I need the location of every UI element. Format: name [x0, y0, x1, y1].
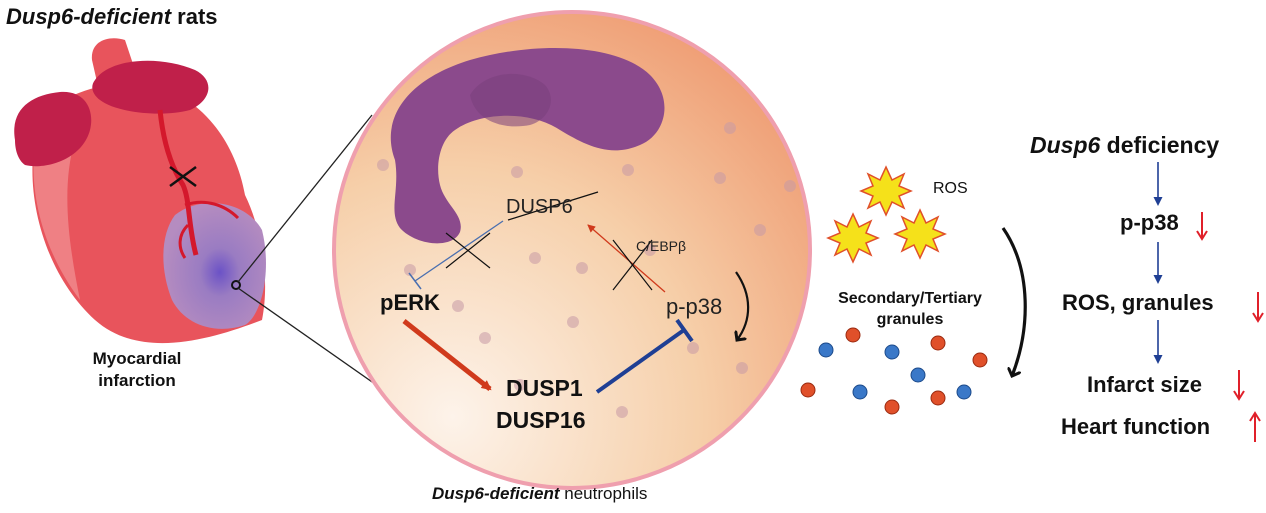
neutrophil-caption: Dusp6-deficient neutrophils — [432, 484, 647, 504]
cebpb-label: C/EBPβ — [636, 238, 687, 254]
lobed-nucleus — [390, 48, 665, 244]
granule-red — [972, 352, 988, 368]
cross-cebpb-pathway — [612, 239, 653, 291]
heart-caption: Myocardial infarction — [62, 348, 212, 392]
ros-stars — [826, 165, 947, 264]
summary-heading: Dusp6 deficiency — [1030, 132, 1219, 159]
summary-step-heart-function: Heart function — [1061, 414, 1211, 439]
coronary-artery — [157, 109, 199, 256]
granule-red — [845, 327, 861, 343]
pp38-curved-arrow — [736, 271, 750, 340]
summary-change-arrows — [1196, 212, 1264, 442]
down-arrow-pp38-head — [1196, 230, 1208, 241]
pp38-cebpb-dusp6-arrow — [587, 224, 666, 293]
granule-blue — [910, 367, 926, 383]
up-arrow-heart-function-head — [1249, 411, 1261, 422]
release-curved-arrow — [1001, 227, 1027, 376]
granules-label-line2: granules — [876, 311, 944, 328]
dusp1-inhibition-bar — [675, 318, 694, 343]
neutrophil-cell — [332, 10, 812, 490]
figure-title-rest: rats — [171, 4, 218, 29]
perk-activates-dusp1-arrow — [402, 319, 492, 391]
dusp6-inhibits-perk-line — [414, 220, 504, 282]
ros-label: ROS — [933, 180, 968, 197]
dusp6-strike-line — [507, 191, 599, 221]
granule-blue — [884, 344, 900, 360]
coronary-branch-1 — [184, 200, 240, 220]
figure-title: Dusp6-deficient rats — [6, 4, 218, 30]
granule-red — [930, 335, 946, 351]
dusp1-label: DUSP1 — [506, 375, 583, 401]
pp38-label: p-p38 — [666, 294, 723, 319]
cross-perk-pathway — [445, 232, 491, 269]
heart-caption-line1: Myocardial — [92, 349, 182, 368]
granule-red — [800, 382, 816, 398]
granules-label: Secondary/Tertiary granules — [800, 288, 1020, 330]
perk-label: pERK — [380, 290, 440, 315]
granules — [800, 327, 988, 415]
neutrophil-caption-italic: Dusp6-deficient — [432, 484, 560, 503]
summary-step-infarct-size: Infarct size — [1087, 372, 1202, 397]
zoom-line-top — [237, 114, 373, 283]
zoom-line-bottom — [237, 287, 396, 399]
ros-star — [893, 208, 947, 260]
down-arrow-ros-head — [1252, 312, 1264, 323]
figure-title-italic: Dusp6-deficient — [6, 4, 172, 29]
coronary-branch-2 — [178, 223, 190, 259]
atrium-left — [14, 91, 92, 167]
summary-step-pp38: p-p38 — [1120, 210, 1179, 235]
summary-step-ros-granules: ROS, granules — [1062, 290, 1214, 315]
heart-illustration — [14, 38, 396, 399]
nucleus-lobe-overlap — [470, 73, 551, 127]
infarct-zone — [163, 203, 266, 329]
granule-blue — [956, 384, 972, 400]
summary-heading-rest: deficiency — [1100, 132, 1220, 158]
heart-caption-line2: infarction — [98, 371, 176, 390]
granules-label-line1: Secondary/Tertiary — [838, 290, 982, 307]
summary-heading-italic: Dusp6 — [1030, 132, 1101, 158]
dusp1-inhibits-pp38-line — [595, 328, 686, 394]
neutrophil-caption-rest: neutrophils — [559, 484, 648, 503]
dusp16-label: DUSP16 — [496, 407, 586, 433]
ros-star — [826, 212, 880, 264]
dusp6-label: DUSP6 — [506, 196, 573, 218]
granule-blue — [852, 384, 868, 400]
down-arrow-infarct-head — [1233, 390, 1245, 401]
cytoplasmic-dots — [377, 122, 796, 418]
pathway-lines — [402, 191, 750, 394]
zoom-origin-circle — [231, 280, 241, 290]
ros-star — [859, 165, 913, 217]
dusp6-inhibition-bar — [408, 272, 422, 290]
atrium-right — [92, 60, 209, 114]
ligation-cross — [169, 165, 197, 188]
granule-blue — [818, 342, 834, 358]
granule-red — [884, 399, 900, 415]
granule-red — [930, 390, 946, 406]
